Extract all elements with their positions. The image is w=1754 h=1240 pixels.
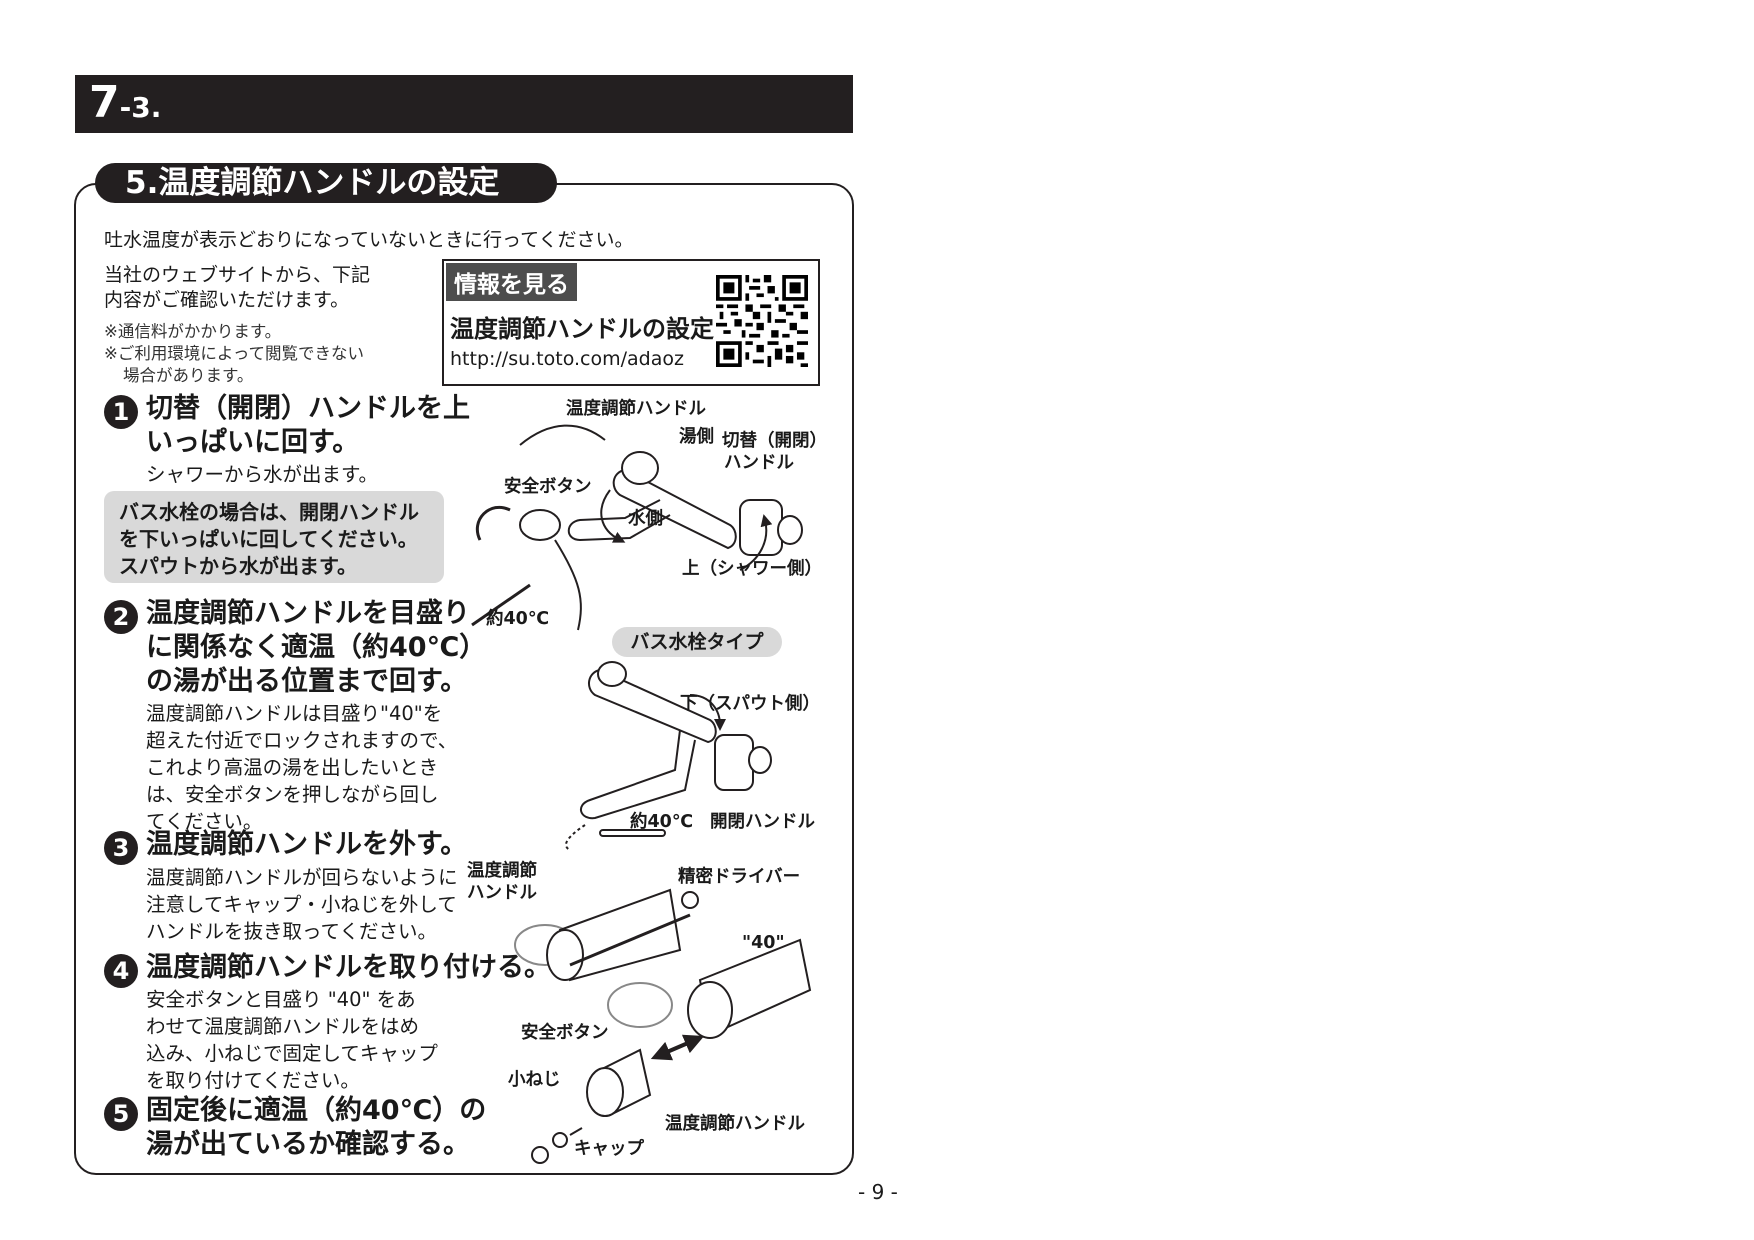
step-5-title-line-2: 湯が出ているか確認する。 (146, 1129, 470, 1160)
fig2-approx-temp-label: 約40℃ (630, 812, 694, 832)
step-2-title-line-1: 温度調節ハンドルを目盛り (146, 598, 470, 629)
fig3-temp-handle-label-1: 温度調節 (467, 861, 537, 881)
step-2-title-line-3: の湯が出る位置まで回す。 (146, 666, 468, 697)
qr-title: 温度調節ハンドルの設定 (450, 315, 714, 343)
fig1-switch-handle-label-1: 切替（開閉） (722, 431, 827, 451)
step-2-body-line: は、安全ボタンを押しながら回し (146, 783, 439, 806)
fig1-water-side-label: 水側 (628, 509, 663, 529)
step-1-number: 1 (104, 395, 138, 429)
step-5-title-line-1: 固定後に適温（約40℃）の (146, 1095, 487, 1126)
fig2-open-close-handle-label: 開閉ハンドル (710, 812, 815, 832)
step-2-number: 2 (104, 600, 138, 634)
step-4-number: 4 (104, 954, 138, 988)
bath-note-line-2: を下いっぱいに回してください。 (119, 527, 418, 551)
step-2-body-line: 温度調節ハンドルは目盛り"40"を (146, 702, 443, 725)
qr-url[interactable]: http://su.toto.com/adaoz (450, 348, 684, 370)
step-4-body-line: を取り付けてください。 (146, 1069, 360, 1092)
step-5-number: 5 (104, 1097, 138, 1131)
section-sub-number: -3. (119, 91, 162, 124)
page-number: - 9 - (858, 1180, 898, 1204)
fig1-temp-handle-label: 温度調節ハンドル (566, 399, 706, 419)
intro-text: 吐水温度が表示どおりになっていないときに行ってください。 (104, 229, 634, 251)
step-3-body-line: ハンドルを抜き取ってください。 (146, 920, 437, 943)
step-4-body-line: わせて温度調節ハンドルをはめ (146, 1015, 420, 1038)
step-1-body: シャワーから水が出ます。 (146, 463, 379, 486)
fig1-safety-button-label: 安全ボタン (504, 477, 592, 497)
step-3-number: 3 (104, 831, 138, 865)
section-header-bar: 7-3. (75, 75, 853, 133)
handle-removal-illustration (514, 888, 812, 1164)
web-note-2: ※ご利用環境によって閲覧できない (104, 344, 365, 363)
step-3-body-line: 温度調節ハンドルが回らないように (146, 866, 458, 889)
section-main-number: 7 (89, 77, 120, 128)
step-4-body-line: 安全ボタンと目盛り "40" をあ (146, 988, 416, 1011)
bath-faucet-note: バス水栓の場合は、開閉ハンドル を下いっぱいに回してください。 スパウトから水が… (104, 491, 444, 583)
step-2-body: 温度調節ハンドルは目盛り"40"を 超えた付近でロックされますので、 これより高… (146, 700, 457, 835)
qr-info-box: 情報を見る 温度調節ハンドルの設定 http://su.toto.com/ada… (442, 259, 820, 386)
step-3-title: 温度調節ハンドルを外す。 (146, 829, 468, 860)
step-2-body-line: これより高温の湯を出したいとき (146, 756, 439, 779)
fig3-safety-button-label: 安全ボタン (521, 1023, 609, 1043)
qr-code-icon[interactable] (716, 275, 808, 367)
fig3-cap-label: キャップ (574, 1139, 644, 1159)
web-note-1: ※通信料がかかります。 (104, 322, 282, 341)
web-line-1: 当社のウェブサイトから、下記 (104, 264, 371, 286)
bath-note-line-3: スパウトから水が出ます。 (119, 554, 357, 578)
bath-note-line-1: バス水栓の場合は、開閉ハンドル (119, 500, 419, 524)
web-line-2: 内容がご確認いただけます。 (104, 289, 350, 311)
step-4-body-line: 込み、小ねじで固定してキャップ (146, 1042, 438, 1065)
qr-label: 情報を見る (446, 263, 577, 301)
step-4-title: 温度調節ハンドルを取り付ける。 (146, 952, 551, 983)
step-2-title-line-2: に関係なく適温（約40℃） (146, 632, 487, 663)
fig3-precision-driver-label: 精密ドライバー (678, 867, 801, 887)
step-4-body: 安全ボタンと目盛り "40" をあ わせて温度調節ハンドルをはめ 込み、小ねじで… (146, 986, 438, 1094)
step-1-title-line-2: いっぱいに回す。 (146, 427, 360, 458)
web-note-3: 場合があります。 (123, 366, 254, 385)
step-2-body-line: 超えた付近でロックされますので、 (146, 729, 458, 752)
shower-faucet-illustration (471, 424, 803, 631)
fig3-small-screw-label: 小ねじ (508, 1070, 561, 1090)
fig1-up-shower-label: 上（シャワー側） (682, 559, 822, 579)
step-3-body: 温度調節ハンドルが回らないように 注意してキャップ・小ねじを外して ハンドルを抜… (146, 864, 458, 945)
fig3-temp-handle-full-label: 温度調節ハンドル (665, 1114, 805, 1134)
fig2-down-spout-label: 下（スパウト側） (680, 694, 820, 714)
bath-type-label: バス水栓タイプ (612, 627, 782, 657)
fig3-mark-40-label: "40" (742, 933, 785, 953)
step-2-body-line: てください。 (146, 810, 263, 833)
fig1-switch-handle-label-2: ハンドル (724, 453, 794, 473)
bath-faucet-illustration (565, 661, 772, 851)
fig3-temp-handle-label-2: ハンドル (467, 883, 537, 903)
panel-title: 5.温度調節ハンドルの設定 (95, 163, 558, 203)
step-3-body-line: 注意してキャップ・小ねじを外して (146, 893, 457, 916)
fig1-approx-temp-label: 約40℃ (486, 609, 550, 629)
section-number: 7-3. (89, 77, 161, 128)
fig1-hot-side-label: 湯側 (679, 427, 714, 447)
step-1-title-line-1: 切替（開閉）ハンドルを上 (146, 393, 470, 424)
